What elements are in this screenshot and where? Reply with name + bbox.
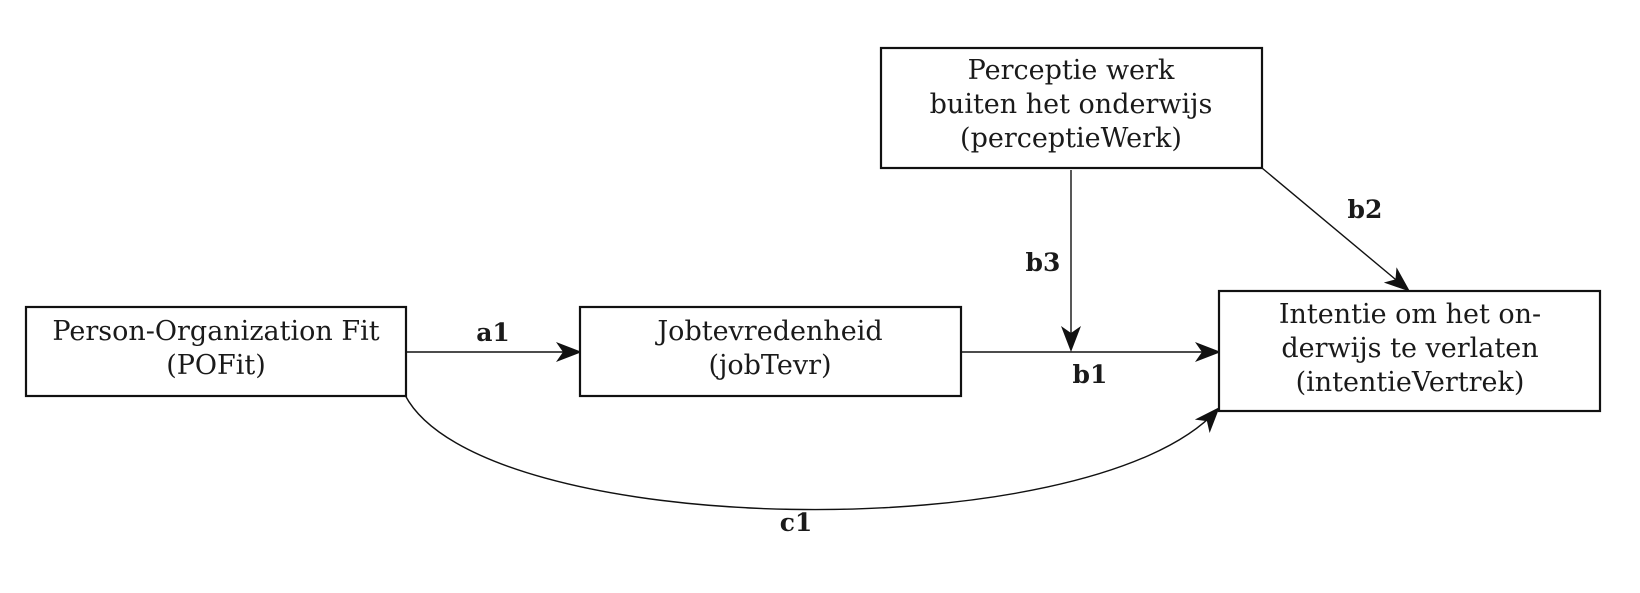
- node-perceptie-werk-line-3: (perceptieWerk): [960, 123, 1182, 154]
- edge-b2: [1261, 167, 1411, 292]
- edge-label-b3: b3: [1026, 248, 1061, 277]
- node-perceptie-werk-line-2: buiten het onderwijs: [930, 89, 1213, 120]
- node-perceptie-werk-line-1: Perceptie werk: [968, 55, 1175, 86]
- edge-label-b1: b1: [1073, 360, 1108, 389]
- node-pofit-line-1: Person-Organization Fit: [52, 316, 379, 347]
- node-jobtevr-line-2: (jobTevr): [708, 350, 831, 381]
- node-jobtevr-line-1: Jobtevredenheid: [654, 316, 882, 347]
- node-jobtevr: Jobtevredenheid (jobTevr): [578, 305, 963, 398]
- node-intentie-vertrek: Intentie om het on- derwijs te verlaten …: [1217, 289, 1602, 413]
- node-pofit-line-2: (POFit): [166, 350, 266, 381]
- edge-c1: [404, 394, 1220, 511]
- edge-label-a1: a1: [476, 318, 510, 347]
- node-intentie-vertrek-line-2: derwijs te verlaten: [1281, 333, 1538, 364]
- node-intentie-vertrek-line-3: (intentieVertrek): [1296, 367, 1525, 398]
- node-intentie-vertrek-line-1: Intentie om het on-: [1279, 299, 1541, 330]
- node-pofit: Person-Organization Fit (POFit): [24, 305, 408, 398]
- node-perceptie-werk: Perceptie werk buiten het onderwijs (per…: [879, 46, 1264, 170]
- edge-label-b2: b2: [1348, 195, 1383, 224]
- edge-label-c1: c1: [780, 508, 813, 537]
